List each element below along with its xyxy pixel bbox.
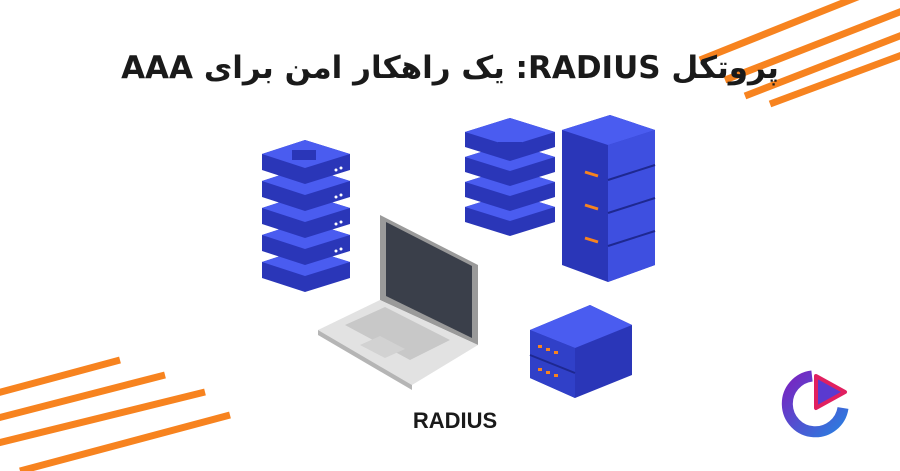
diagram-caption: RADIUS [412,408,498,433]
server-tower-icon [562,115,656,282]
stripes-bottom-left [0,356,231,471]
server-stack-icon [262,140,350,292]
rack-server-icon [529,305,632,398]
stripes-top-right [698,0,900,108]
page-title: پروتکل RADIUS: یک راهکار امن برای AAA [121,50,779,86]
laptop-icon [318,215,478,390]
brand-logo-icon [781,370,849,438]
server-stack-icon [465,118,555,236]
